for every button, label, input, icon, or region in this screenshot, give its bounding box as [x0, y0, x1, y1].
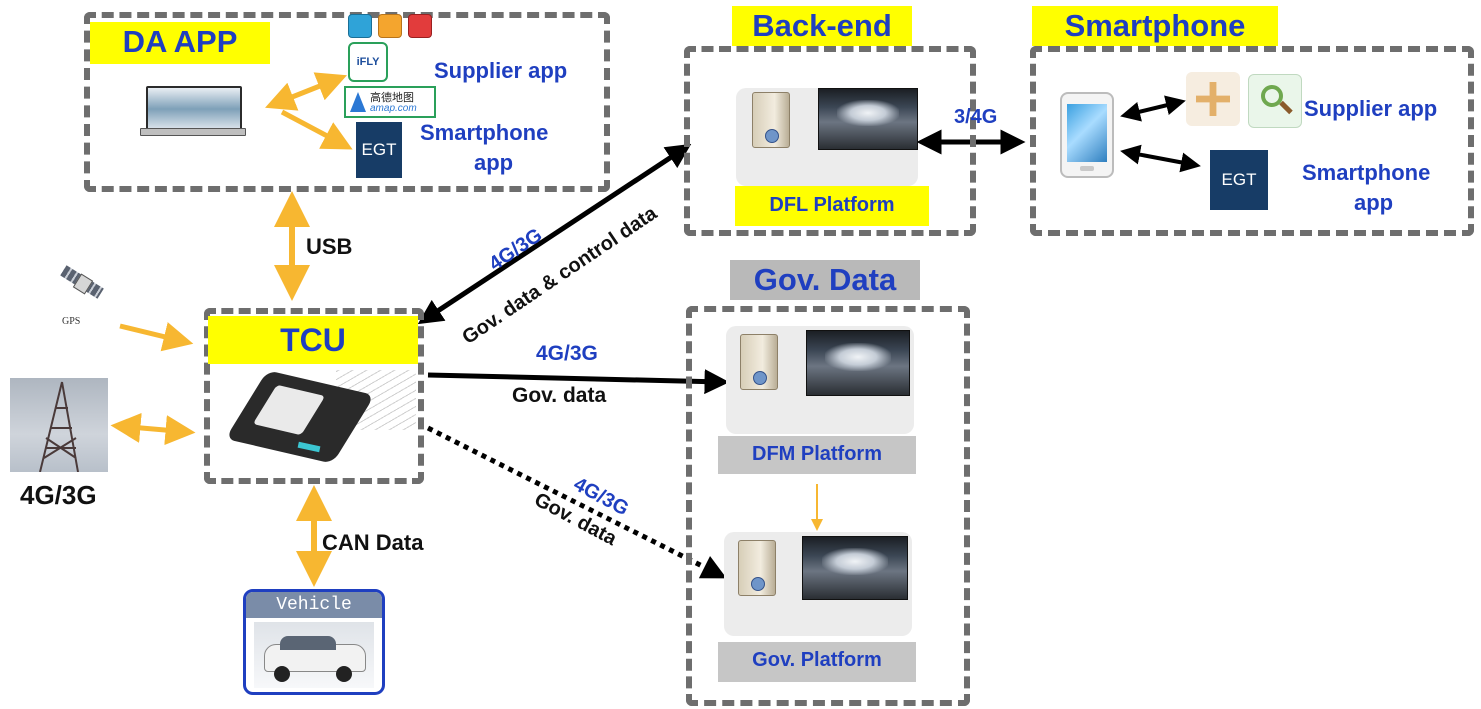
gov-data-group [686, 306, 970, 706]
vehicle-photo [254, 622, 374, 688]
da-smartphone-app-line2: app [474, 150, 514, 175]
tcu-to-dfm-arrow [427, 369, 730, 395]
gov-data-title: Gov. Data [730, 260, 920, 300]
amap-logo: 高德地图 amap.com [344, 86, 436, 118]
app-icon-3 [408, 14, 432, 38]
tcu-dfm-data-label: Gov. data [512, 384, 607, 407]
laptop-to-smartphone-app-arrow [280, 109, 353, 150]
phone-to-egt-arrow [1120, 144, 1201, 173]
backend-group [684, 46, 976, 236]
backend-phone-link-label: 3/4G [954, 106, 998, 128]
gov-server-icon [738, 540, 776, 596]
laptop-icon [140, 86, 246, 136]
gps-label: GPS [62, 316, 81, 327]
phone-supplier-app-label: Supplier app [1304, 96, 1438, 121]
tower-to-tcu-arrow [110, 412, 196, 446]
backend-platform-label: DFL Platform [735, 186, 929, 226]
backend-datacenter-photo [818, 88, 918, 150]
gov-platform-label: Gov. Platform [718, 642, 916, 682]
tcu-title: TCU [208, 316, 418, 364]
tcu-group [204, 308, 424, 484]
amap-logo-en: amap.com [370, 103, 417, 114]
amap-logo-arrow-icon [350, 92, 366, 112]
phone-to-supplier-arrow [1120, 95, 1186, 122]
phone-smartphone-app-line1: Smartphone [1302, 160, 1431, 185]
tcu-device-icon [225, 366, 418, 474]
gps-satellite-icon [54, 264, 110, 308]
backend-title: Back-end [732, 6, 912, 46]
app-icon-2 [378, 14, 402, 38]
gov-datacenter-photo [802, 536, 908, 600]
da-app-group [84, 12, 610, 192]
can-label: CAN Data [322, 530, 424, 555]
tcu-to-gov-dotted-arrow [426, 425, 727, 579]
amap-logo-cn: 高德地图 [370, 92, 414, 104]
smartphone-device-icon [1060, 92, 1114, 178]
dfm-datacenter-photo [806, 330, 910, 396]
da-smartphone-app-line1: Smartphone [420, 120, 549, 145]
iflytek-logo: iFLY [348, 42, 388, 82]
dfm-platform-label: DFM Platform [718, 436, 916, 474]
smartphone-group [1030, 46, 1474, 236]
tcu-backend-net-label: 4G/3G [485, 224, 546, 275]
vehicle-card: Vehicle [243, 589, 385, 695]
cell-tower-icon [39, 381, 79, 472]
app-icon-1 [348, 14, 372, 38]
tcu-to-backend-arrow [417, 143, 692, 325]
vehicle-label: Vehicle [246, 592, 382, 618]
usb-label: USB [306, 234, 353, 259]
smartphone-title: Smartphone [1032, 6, 1278, 46]
gps-to-tcu-arrow [119, 322, 194, 352]
phone-egt-logo: EGT [1210, 150, 1268, 210]
cell-tower-photo [10, 378, 108, 472]
tower-label: 4G/3G [20, 480, 97, 510]
da-app-title: DA APP [90, 22, 270, 64]
dfm-server-icon [740, 334, 778, 390]
egt-logo: EGT [356, 122, 402, 178]
da-supplier-app-label: Supplier app [434, 58, 568, 83]
supplier-app-icon-1 [1186, 72, 1240, 126]
supplier-app-icon-2 [1248, 74, 1302, 128]
laptop-to-supplier-arrow [265, 72, 347, 111]
backend-server-icon [752, 92, 790, 148]
tcu-dfm-net-label: 4G/3G [536, 342, 598, 365]
phone-smartphone-app-line2: app [1354, 190, 1394, 215]
